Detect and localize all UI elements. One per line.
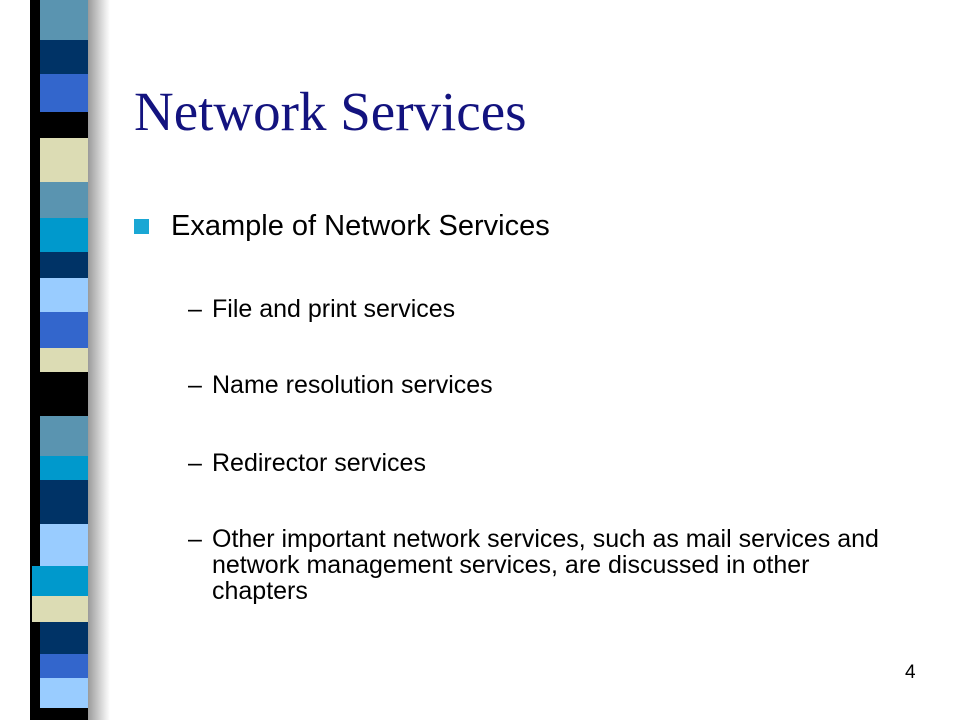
stripe-segment — [40, 654, 88, 678]
stripe-segment — [40, 278, 88, 312]
stripe-shadow — [88, 0, 110, 720]
stripe-segment — [40, 0, 88, 14]
page-number: 4 — [905, 662, 916, 683]
slide-title: Network Services — [134, 81, 527, 142]
stripe-segment — [40, 678, 88, 708]
stripe-segment — [40, 218, 88, 252]
stripe-segment — [40, 348, 88, 372]
sub-item-text: Name resolution services — [212, 371, 493, 399]
stripe-segment — [40, 312, 88, 348]
stripe-segment — [40, 182, 88, 218]
dash-marker: – — [188, 371, 202, 399]
stripe-segment — [40, 74, 88, 112]
stripe-segment — [40, 14, 88, 40]
dash-marker: – — [188, 449, 202, 477]
stripe-segment — [40, 372, 88, 416]
square-bullet-icon — [134, 219, 149, 234]
stripe-segment — [32, 566, 88, 596]
sub-item-text: Redirector services — [212, 449, 426, 477]
stripe-segment — [40, 480, 88, 524]
stripe-segment — [40, 40, 88, 74]
stripe-segment — [40, 456, 88, 480]
dash-marker: – — [188, 295, 202, 323]
main-bullet-text: Example of Network Services — [171, 210, 550, 242]
decorative-stripe — [32, 0, 88, 720]
stripe-segment — [40, 708, 88, 720]
sub-item: – Name resolution services — [188, 372, 902, 398]
stripe-segment — [40, 252, 88, 278]
sub-item: – Redirector services — [188, 450, 902, 476]
stripe-segment — [40, 138, 88, 182]
sub-item-text: File and print services — [212, 295, 456, 323]
stripe-segment — [32, 596, 88, 622]
stripe-segment — [40, 416, 88, 456]
main-bullet: Example of Network Services — [134, 210, 550, 243]
stripe-segment — [40, 524, 88, 566]
sub-item: – Other important network services, such… — [188, 526, 902, 604]
stripe-segment — [40, 112, 88, 138]
sub-item-text: Other important network services, such a… — [212, 525, 879, 605]
sub-item: – File and print services — [188, 296, 902, 322]
stripe-segment — [40, 622, 88, 654]
dash-marker: – — [188, 525, 202, 553]
